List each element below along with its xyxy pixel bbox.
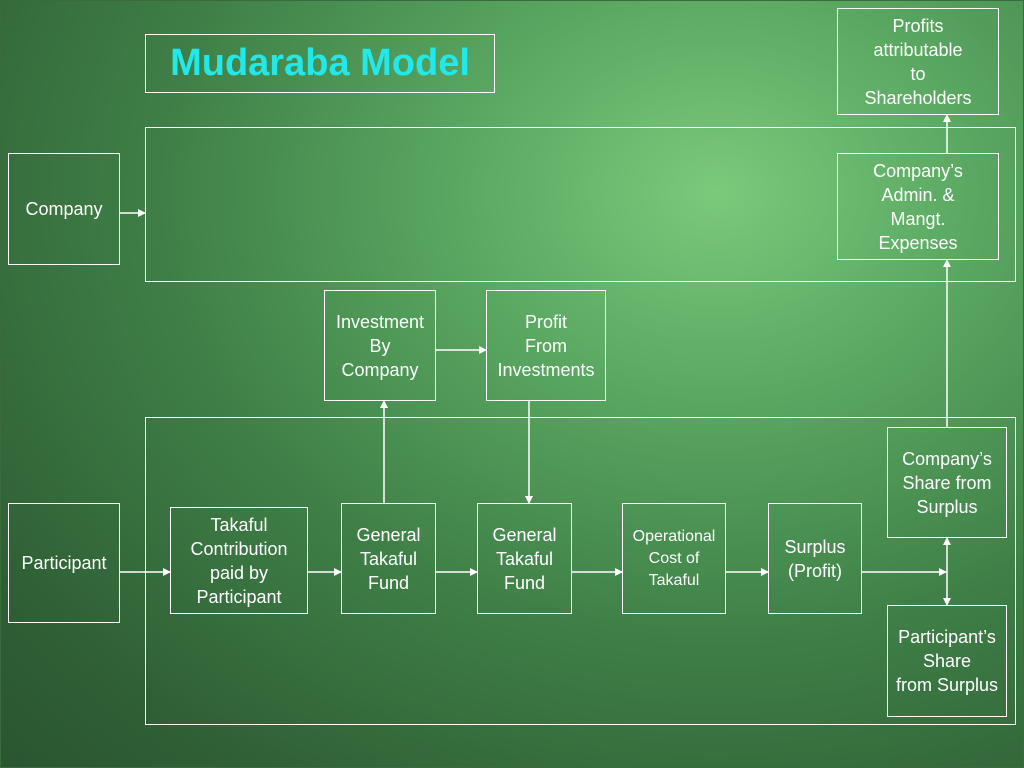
participant-box: Participant bbox=[8, 503, 120, 623]
surplus-profit-box: Surplus (Profit) bbox=[768, 503, 862, 614]
general-takaful-fund-1-label: General Takaful Fund bbox=[356, 524, 421, 593]
participant-share-surplus-box: Participant’s Share from Surplus bbox=[887, 605, 1007, 717]
company-region bbox=[145, 127, 1016, 282]
investment-by-company-label: Investment By Company bbox=[335, 311, 425, 380]
takaful-contribution-box: Takaful Contribution paid by Participant bbox=[170, 507, 308, 614]
surplus-profit-label: Surplus (Profit) bbox=[784, 536, 846, 581]
company-share-surplus-label: Company’s Share from Surplus bbox=[902, 448, 992, 517]
page-title: Mudaraba Model bbox=[170, 42, 470, 84]
company-box: Company bbox=[8, 153, 120, 265]
profits-shareholders-box: Profits attributable to Shareholders bbox=[837, 8, 999, 115]
general-takaful-fund-2-box: General Takaful Fund bbox=[477, 503, 572, 614]
profits-shareholders-label: Profits attributable to Shareholders bbox=[864, 15, 972, 108]
company-share-surplus-box: Company’s Share from Surplus bbox=[887, 427, 1007, 538]
admin-expenses-label: Company’s Admin. & Mangt. Expenses bbox=[873, 160, 963, 253]
profit-from-investments-label: Profit From Investments bbox=[497, 311, 595, 380]
participant-label: Participant bbox=[21, 553, 107, 573]
takaful-contribution-label: Takaful Contribution paid by Participant bbox=[190, 514, 288, 607]
admin-expenses-box: Company’s Admin. & Mangt. Expenses bbox=[837, 153, 999, 260]
profit-from-investments-box: Profit From Investments bbox=[486, 290, 606, 401]
investment-by-company-box: Investment By Company bbox=[324, 290, 436, 401]
participant-share-surplus-label: Participant’s Share from Surplus bbox=[895, 627, 999, 695]
title-box: Mudaraba Model bbox=[145, 34, 495, 93]
general-takaful-fund-2-label: General Takaful Fund bbox=[492, 524, 557, 593]
company-label: Company bbox=[25, 199, 103, 219]
general-takaful-fund-1-box: General Takaful Fund bbox=[341, 503, 436, 614]
participant-region bbox=[145, 417, 1016, 725]
operational-cost-label: Operational Cost of Takaful bbox=[632, 527, 716, 589]
operational-cost-box: Operational Cost of Takaful bbox=[622, 503, 726, 614]
